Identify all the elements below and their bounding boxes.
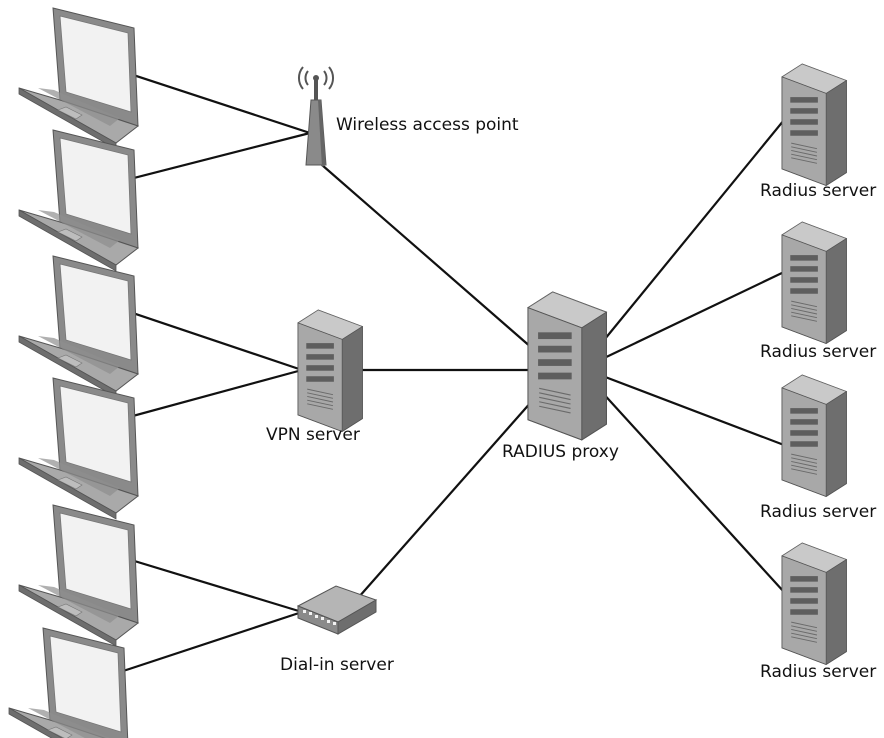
link-laptop-6-dialin [107,610,303,678]
radius-server-label: Radius server [760,342,876,362]
wireless-antenna-icon [298,66,334,167]
link-laptop-1-wap [117,68,311,135]
vpn-server-label: VPN server [266,425,360,445]
server-tower-icon [527,291,607,441]
link-laptop-4-vpn [117,368,303,422]
server-tower-icon [781,374,847,497]
wireless-access-point: Wireless access point [298,66,519,167]
link-proxy-radius-1 [599,119,785,346]
client-laptops [8,7,139,738]
link-proxy-radius-4 [599,389,785,593]
laptop-icon [18,504,139,647]
vpn-server: VPN server [266,309,363,445]
link-wap-proxy [321,164,541,356]
radius-proxy: RADIUS proxy [502,291,619,462]
connection-lines [107,68,785,678]
radius-server-2: Radius server [760,221,876,362]
radius-server-4: Radius server [760,542,876,682]
wireless-access-point-label: Wireless access point [336,115,519,135]
laptop-icon [18,7,139,150]
link-dialin-proxy [357,391,541,599]
link-proxy-radius-3 [599,373,785,447]
radius-server-label: Radius server [760,181,876,201]
radius-server-3: Radius server [760,374,876,522]
dial-in-server-label: Dial-in server [280,655,394,675]
link-laptop-2-wap [117,131,311,184]
laptop-icon [18,129,139,272]
link-proxy-radius-2 [599,271,785,361]
radius-server-label: Radius server [760,502,876,522]
server-tower-icon [781,542,847,665]
link-laptop-3-vpn [117,306,303,372]
radius-server-1: Radius server [760,63,876,201]
modem-bank-icon [296,585,378,635]
dial-in-server: Dial-in server [280,585,394,675]
laptop-icon [18,255,139,398]
radius-proxy-label: RADIUS proxy [502,442,619,462]
server-tower-icon [781,221,847,344]
server-tower-icon [781,63,847,186]
link-laptop-5-dialin [117,554,303,614]
server-tower-icon [297,309,363,432]
radius-server-label: Radius server [760,662,876,682]
laptop-icon [8,627,129,738]
laptop-icon [18,377,139,520]
